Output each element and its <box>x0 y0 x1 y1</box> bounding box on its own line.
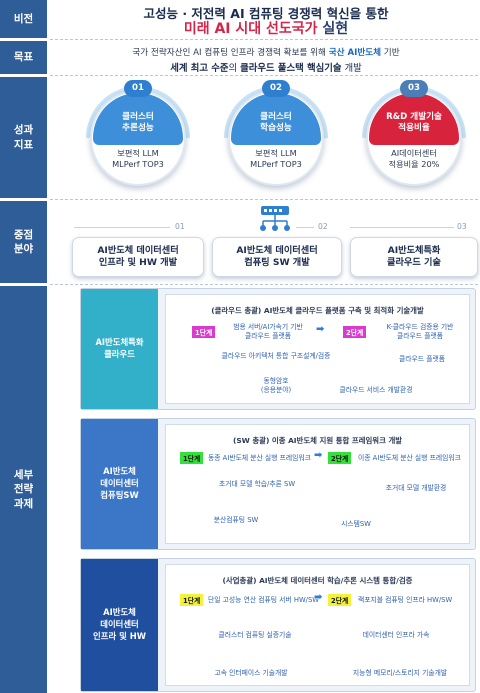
kpi-circle-3: R&D 개발기술 적용비율 03 AI데이터센터 적용비율 20% <box>340 64 480 212</box>
task-panel-content: (사업총괄) AI반도체 데이터센터 학습/추론 시스템 통합/검증 1단계 단… <box>165 564 470 686</box>
focus-number: 01 <box>175 222 185 231</box>
task-item: 클라우드 플랫폼 <box>399 355 445 363</box>
task-item: 고속 인터페이스 기술개발 <box>214 669 288 677</box>
kpi-number-badge: 01 <box>124 80 152 97</box>
goal-line-2: 세계 최고 수준의 클라우드 풀스택 핵심기술 개발 <box>52 60 480 74</box>
separator <box>50 199 478 200</box>
focus-number: 03 <box>457 222 467 231</box>
separator <box>50 284 478 285</box>
goal-text: 기반 <box>381 48 400 58</box>
row-label-tasks: 세부 전략 과제 <box>0 286 47 693</box>
task-item: 시스템SW <box>341 520 371 528</box>
arrow-right-icon: ➡ <box>314 592 323 603</box>
stage-1-badge: 1단계 <box>180 452 204 464</box>
task-item: 클러스터 컴퓨팅 실증기술 <box>218 631 292 639</box>
task-item: 동형암호 (응용분야) <box>260 377 292 394</box>
task-panel-side-label: AI반도체 데이터센터 컴퓨팅SW <box>81 419 158 549</box>
kpi-value: AI데이터센터 적용비율 20% <box>388 148 440 170</box>
arrow-right-icon: ➡ <box>314 450 323 461</box>
kpi-circle-1: 클러스터 추론성능 01 보편적 LLM MLPerf TOP3 <box>64 64 212 212</box>
focus-area-2: AI반도체 데이터센터 컴퓨팅 SW 개발 <box>212 237 342 277</box>
task-panel-content: (클라우드 총괄) AI반도체 클라우드 플랫폼 구축 및 최적화 기술개발 1… <box>165 294 470 404</box>
kpi-number-badge: 02 <box>262 80 290 97</box>
row-label-vision: 비전 <box>0 0 47 38</box>
stage-2-badge: 2단계 <box>328 452 352 464</box>
arrow-right-icon: ➡ <box>316 324 325 335</box>
task-panel-content: (SW 총괄) 이종 AI반도체 지원 통합 프레임워크 개발 1단계 동종 A… <box>165 424 470 544</box>
kpi-value: 보편적 LLM MLPerf TOP3 <box>112 148 164 170</box>
stage-2-badge: 2단계 <box>328 594 352 606</box>
task-item: 초거대 모델 개발환경 <box>385 484 447 492</box>
task-panel-side-label: AI반도체특화 클라우드 <box>81 289 158 409</box>
focus-number: 02 <box>318 222 328 231</box>
goal-line-1: 국가 전략자산인 AI 컴퓨팅 인프라 경쟁력 확보를 위해 국산 AI반도체 … <box>52 46 480 58</box>
task-item: 클라우드 서비스 개발환경 <box>339 386 413 394</box>
task-panel-title: (사업총괄) AI반도체 데이터센터 학습/추론 시스템 통합/검증 <box>222 576 413 585</box>
task-panel-computing-sw: AI반도체 데이터센터 컴퓨팅SW (SW 총괄) 이종 AI반도체 지원 통합… <box>80 418 476 550</box>
task-panel-title: (클라우드 총괄) AI반도체 클라우드 플랫폼 구축 및 최적화 기술개발 <box>211 306 424 315</box>
task-item: 분산컴퓨팅 SW <box>213 516 259 524</box>
focus-divider <box>296 227 314 228</box>
vision-line-1: 고성능 · 저전력 AI 컴퓨팅 경쟁력 혁신을 통한 <box>143 6 389 21</box>
task-panel-cloud: AI반도체특화 클라우드 (클라우드 총괄) AI반도체 클라우드 플랫폼 구축… <box>80 288 476 410</box>
stage-1-text: 범용 서버/AI가속기 기반 클라우드 플랫폼 <box>233 323 303 340</box>
stage-2-badge: 2단계 <box>343 326 367 338</box>
stage-2-text: 랙포지볼 컴퓨팅 인프라 HW/SW <box>358 596 453 604</box>
vision-highlight: 미래 AI 시대 선도국가 <box>183 21 318 37</box>
focus-divider <box>74 227 170 228</box>
goal-text: 개발 <box>341 63 362 74</box>
stage-2-text: 이종 AI반도체 분산 실행 프레임워크 <box>358 454 461 462</box>
task-item: 초거대 모델 학습/추론 SW <box>218 480 296 488</box>
stage-1-text: 동종 AI반도체 분산 실행 프레임워크 <box>208 454 311 462</box>
focus-area-1: AI반도체 데이터센터 인프라 및 HW 개발 <box>72 237 204 277</box>
stage-1-badge: 1단계 <box>192 326 216 338</box>
separator <box>50 39 478 40</box>
row-label-kpi: 성과 지표 <box>0 77 47 198</box>
stage-1-badge: 1단계 <box>180 594 204 606</box>
goal-bold: 클라우드 풀스택 핵심기술 <box>240 63 342 74</box>
task-panel-side-label: AI반도체 데이터센터 인프라 및 HW <box>81 559 158 691</box>
vision-suffix: 실현 <box>317 21 349 37</box>
task-panel-infra-hw: AI반도체 데이터센터 인프라 및 HW (사업총괄) AI반도체 데이터센터 … <box>80 558 476 692</box>
kpi-circle-2: 클러스터 학습성능 02 보편적 LLM MLPerf TOP3 <box>202 64 350 212</box>
stage-1-text: 단일 고성능 연산 컴퓨팅 서버 HW/SW <box>208 596 319 604</box>
goal-text: 의 <box>228 63 241 74</box>
separator <box>50 75 478 76</box>
task-item: 데이터센터 인프라 가속 <box>362 631 430 639</box>
kpi-number-badge: 03 <box>400 80 428 97</box>
kpi-value: 보편적 LLM MLPerf TOP3 <box>250 148 302 170</box>
task-item: 지능형 메모리/스토리지 기술개발 <box>352 669 448 677</box>
network-hub-icon <box>260 206 290 231</box>
goal-bold: 세계 최고 수준 <box>170 63 229 74</box>
row-label-focus: 중점 분야 <box>0 201 47 283</box>
vision-line-2: 미래 AI 시대 선도국가 실현 <box>52 18 480 38</box>
goal-text: 국가 전략자산인 AI 컴퓨팅 인프라 경쟁력 확보를 위해 <box>132 48 329 58</box>
row-label-goal: 목표 <box>0 41 47 74</box>
focus-area-3: AI반도체특화 클라우드 기술 <box>350 237 478 277</box>
focus-divider <box>350 227 454 228</box>
task-item: 클라우드 아키텍처 통합 구조설계/검증 <box>221 352 331 360</box>
stage-2-text: K-클라우드 검증용 기반 클라우드 플랫폼 <box>386 323 454 340</box>
task-panel-title: (SW 총괄) 이종 AI반도체 지원 통합 프레임워크 개발 <box>232 436 403 445</box>
goal-highlight: 국산 AI반도체 <box>328 48 382 58</box>
